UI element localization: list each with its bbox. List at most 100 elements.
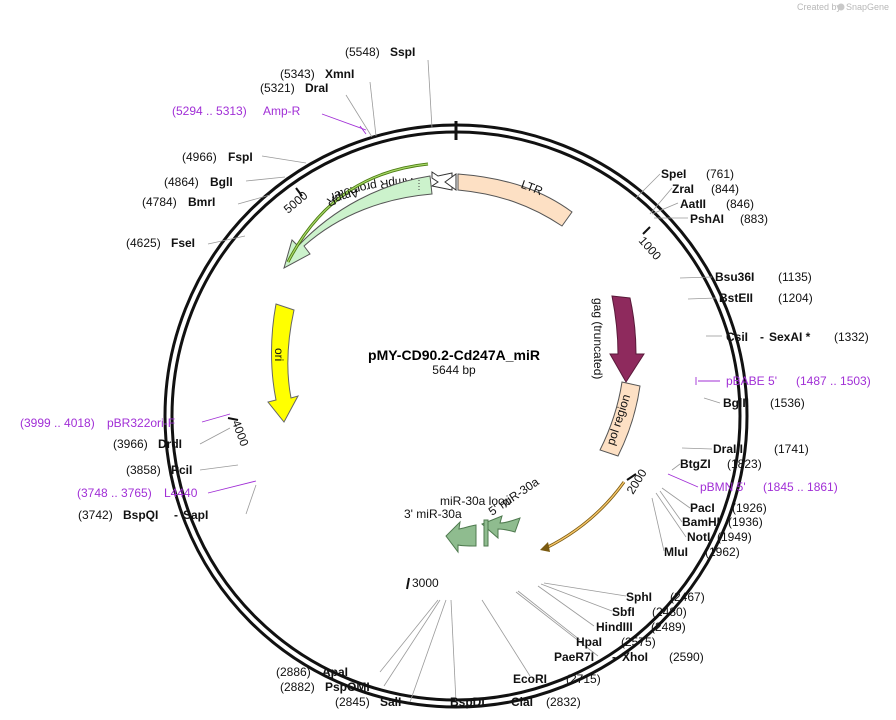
leader-ampr-primer <box>321 113 367 131</box>
mir-cassette-highlight-head <box>540 542 550 552</box>
site-drai-pos: (5321) <box>260 81 295 95</box>
site-sali-pos: (2845) <box>335 695 370 709</box>
site-pshai-pos: (883) <box>740 212 768 226</box>
site-hpai-pos: (2575) <box>621 635 656 649</box>
tick-5000-mark <box>295 187 303 197</box>
site-paer7i-name: PaeR7I <box>554 650 594 664</box>
ori-arrow <box>267 303 300 423</box>
site-sphi-pos: (2467) <box>670 590 705 604</box>
site-bamhi-pos: (1936) <box>728 515 763 529</box>
plasmid-size: 5644 bp <box>432 363 476 377</box>
leader-sbfi <box>540 583 613 612</box>
leader-apai <box>379 599 439 673</box>
leader-bsu36i <box>679 276 713 279</box>
site-fspi-name: FspI <box>228 150 253 164</box>
site-pspomi-name: PspOMI <box>325 680 370 694</box>
site-clai-name: ClaI <box>511 695 533 709</box>
site-csii-pos: (1332) <box>834 330 869 344</box>
site-zrai-pos: (844) <box>711 182 739 196</box>
site-draiii-pos: (1741) <box>774 442 809 456</box>
site-xhoi-name: XhoI <box>622 650 648 664</box>
leader-bspqi <box>245 484 257 515</box>
leader-pbr322 <box>201 413 231 423</box>
ori-label: ori <box>272 348 286 361</box>
site-bspqi-name: BspQI <box>123 508 158 522</box>
leader-l4440 <box>207 480 257 494</box>
ampr-arrow <box>283 175 433 270</box>
site-bgli-name: BglI <box>210 175 233 189</box>
mir-loop-bar <box>483 519 489 547</box>
site-sspi-pos: (5548) <box>345 45 380 59</box>
leader-xmni <box>369 81 377 137</box>
site-drdi-pos: (3966) <box>113 437 148 451</box>
mir-5p-arrow <box>481 515 521 540</box>
tick-1000-mark <box>642 226 651 235</box>
site-bspqi-pos: (3742) <box>78 508 113 522</box>
tick-5000-label: 5000 <box>281 188 311 216</box>
site-csii-sep: - <box>760 330 764 344</box>
site-xmni-pos: (5343) <box>280 67 315 81</box>
site-bglii-pos: (1536) <box>770 396 805 410</box>
snapgene-watermark: Created by SnapGene <box>797 2 889 12</box>
mir-3p-arrow <box>445 520 477 554</box>
site-fsei-name: FseI <box>171 236 195 250</box>
leader-fsei <box>207 235 246 245</box>
site-sbfi-pos: (2480) <box>652 605 687 619</box>
site-zrai-name: ZraI <box>672 182 694 196</box>
leader-pbmn <box>667 473 699 488</box>
site-aatii-name: AatII <box>680 197 706 211</box>
leader-bgli <box>245 176 286 182</box>
site-hpai-name: HpaI <box>576 635 602 649</box>
site-pspomi-pos: (2882) <box>280 680 315 694</box>
site-l4440-pos: (3748 .. 3765) <box>77 486 152 500</box>
ampr-promoter-head <box>444 173 457 191</box>
tick-2000-label: 2000 <box>624 466 650 496</box>
leader-paer7i <box>515 591 599 657</box>
site-bsu36i-pos: (1135) <box>778 270 812 284</box>
mir-cassette-highlight-track <box>545 481 626 550</box>
site-btgzi-pos: (1823) <box>727 457 762 471</box>
site-aatii-pos: (846) <box>726 197 754 211</box>
site-bsteii-pos: (1204) <box>778 291 813 305</box>
ltr-bar <box>457 173 573 227</box>
site-bsu36i-name: Bsu36I <box>715 270 754 284</box>
leader-spei <box>635 173 661 199</box>
tick-2000-mark <box>626 473 637 481</box>
site-sspi-name: SspI <box>390 45 415 59</box>
leader-bspdi <box>450 599 457 703</box>
site-drdi-name: DrdI <box>158 437 182 451</box>
leader-draiii <box>681 447 713 450</box>
plasmid-title: pMY-CD90.2-Cd247A_miR 5644 bp <box>368 347 540 377</box>
site-paci-pos: (1926) <box>732 501 767 515</box>
site-sphi-name: SphI <box>626 590 652 604</box>
site-apai-name: ApaI <box>322 665 348 679</box>
site-ampr-primer-pos: (5294 .. 5313) <box>172 104 247 118</box>
site-pbabe-name: pBABE 5' <box>726 374 777 388</box>
leader-sphi <box>543 582 627 597</box>
leader-hindiii <box>537 585 595 627</box>
site-ecori-name: EcoRI <box>513 672 547 686</box>
tick-4000-label: 4000 <box>229 418 251 448</box>
site-hindiii-pos: (2489) <box>651 620 686 634</box>
site-mlui-pos: (1962) <box>705 545 740 559</box>
site-drai-name: DraI <box>305 81 328 95</box>
leader-sspi <box>427 59 433 129</box>
leader-zrai <box>649 187 673 215</box>
site-bspdi-pos: (2832) <box>546 695 581 709</box>
site-pbmn-pos: (1845 .. 1861) <box>763 480 838 494</box>
leader-paci <box>661 487 691 509</box>
leader-pspomi <box>383 599 441 687</box>
plasmid-name: pMY-CD90.2-Cd247A_miR <box>368 347 540 363</box>
site-ampr-primer-name: Amp-R <box>263 104 301 118</box>
site-sali-name: SalI <box>380 695 401 709</box>
site-paer7i-sep: - <box>612 650 616 664</box>
site-btgzi-name: BtgZI <box>680 457 711 471</box>
mir-loop-label: miR-30a loop <box>440 494 512 508</box>
leader-bamhi <box>659 490 683 523</box>
site-bmri-pos: (4784) <box>142 195 177 209</box>
leader-bsteii <box>687 297 717 300</box>
site-apai-pos: (2886) <box>276 665 311 679</box>
leader-bmri <box>237 194 271 205</box>
site-bamhi-name: BamHI <box>682 515 720 529</box>
